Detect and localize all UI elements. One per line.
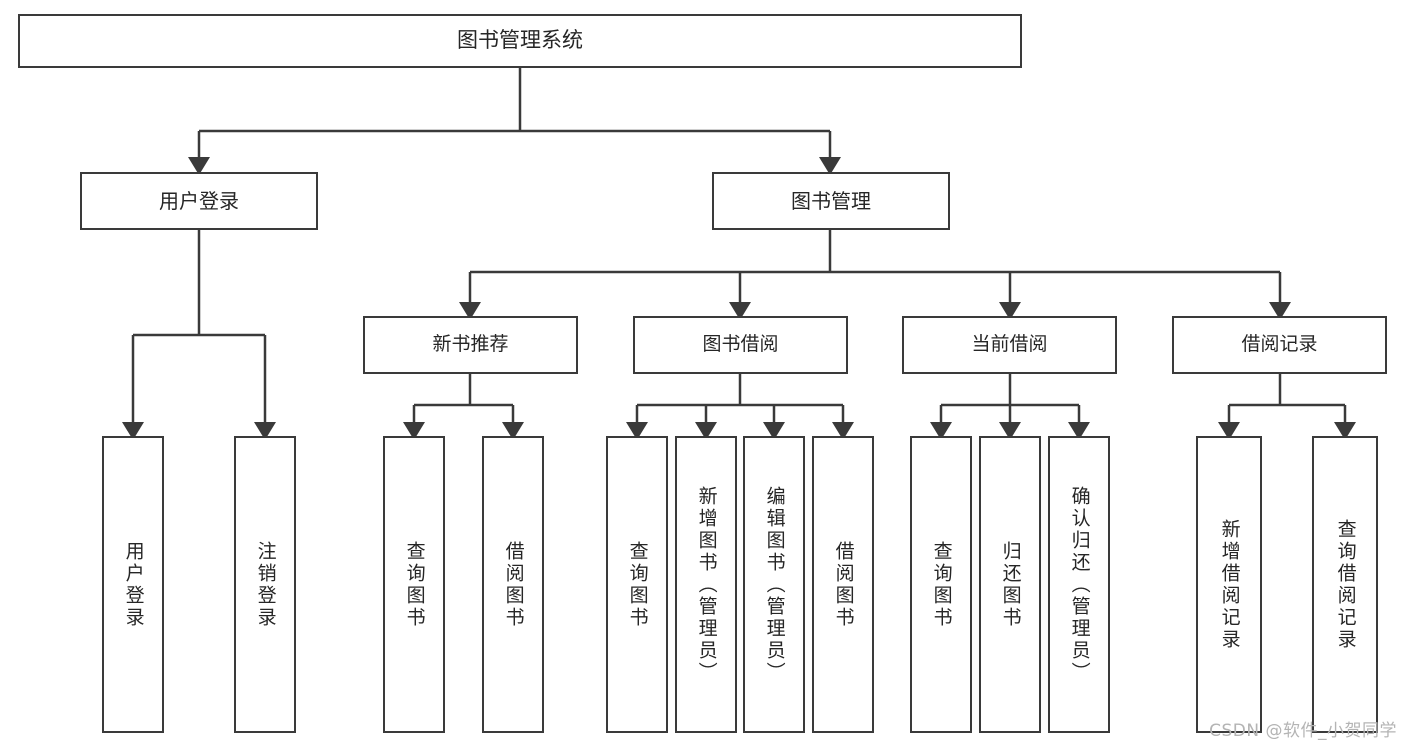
node-new-book-recommend[interactable]: 新书推荐 xyxy=(363,316,578,374)
leaf-label: 新增图书（管理员） xyxy=(695,485,718,684)
leaf-label: 查询图书 xyxy=(403,540,426,629)
node-borrow-record-label: 借阅记录 xyxy=(1241,333,1318,356)
leaf-user-login-logout[interactable]: 注销登录 xyxy=(234,436,296,733)
leaf-label: 编辑图书（管理员） xyxy=(763,485,786,684)
leaf-current-borrow-return[interactable]: 归还图书 xyxy=(979,436,1041,733)
leaf-new-book-borrow[interactable]: 借阅图书 xyxy=(482,436,544,733)
node-root[interactable]: 图书管理系统 xyxy=(18,14,1022,68)
node-new-book-recommend-label: 新书推荐 xyxy=(432,333,509,356)
leaf-label: 查询图书 xyxy=(930,540,953,629)
node-user-login[interactable]: 用户登录 xyxy=(80,172,318,230)
leaf-borrow-record-query[interactable]: 查询借阅记录 xyxy=(1312,436,1378,733)
leaf-label: 确认归还（管理员） xyxy=(1068,485,1091,684)
leaf-book-borrow-add[interactable]: 新增图书（管理员） xyxy=(675,436,737,733)
leaf-label: 查询借阅记录 xyxy=(1334,518,1357,651)
leaf-label: 查询图书 xyxy=(626,540,649,629)
leaf-borrow-record-add[interactable]: 新增借阅记录 xyxy=(1196,436,1262,733)
leaf-label: 借阅图书 xyxy=(832,540,855,629)
leaf-label: 新增借阅记录 xyxy=(1218,518,1241,651)
watermark: CSDN @软件_小贺同学 xyxy=(1209,721,1397,741)
leaf-user-login-login[interactable]: 用户登录 xyxy=(102,436,164,733)
leaf-label: 归还图书 xyxy=(999,540,1022,629)
leaf-label: 用户登录 xyxy=(122,540,145,629)
leaf-new-book-query[interactable]: 查询图书 xyxy=(383,436,445,733)
node-borrow-record[interactable]: 借阅记录 xyxy=(1172,316,1387,374)
leaf-label: 注销登录 xyxy=(254,540,277,629)
leaf-book-borrow-edit[interactable]: 编辑图书（管理员） xyxy=(743,436,805,733)
leaf-book-borrow-query[interactable]: 查询图书 xyxy=(606,436,668,733)
node-book-borrow[interactable]: 图书借阅 xyxy=(633,316,848,374)
node-user-login-label: 用户登录 xyxy=(159,188,239,213)
leaf-book-borrow-borrow[interactable]: 借阅图书 xyxy=(812,436,874,733)
leaf-label: 借阅图书 xyxy=(502,540,525,629)
leaf-current-borrow-query[interactable]: 查询图书 xyxy=(910,436,972,733)
node-book-management[interactable]: 图书管理 xyxy=(712,172,950,230)
node-current-borrow[interactable]: 当前借阅 xyxy=(902,316,1117,374)
node-root-label: 图书管理系统 xyxy=(457,28,583,53)
leaf-current-borrow-confirm[interactable]: 确认归还（管理员） xyxy=(1048,436,1110,733)
node-current-borrow-label: 当前借阅 xyxy=(971,333,1048,356)
node-book-management-label: 图书管理 xyxy=(791,188,871,213)
node-book-borrow-label: 图书借阅 xyxy=(702,333,779,356)
